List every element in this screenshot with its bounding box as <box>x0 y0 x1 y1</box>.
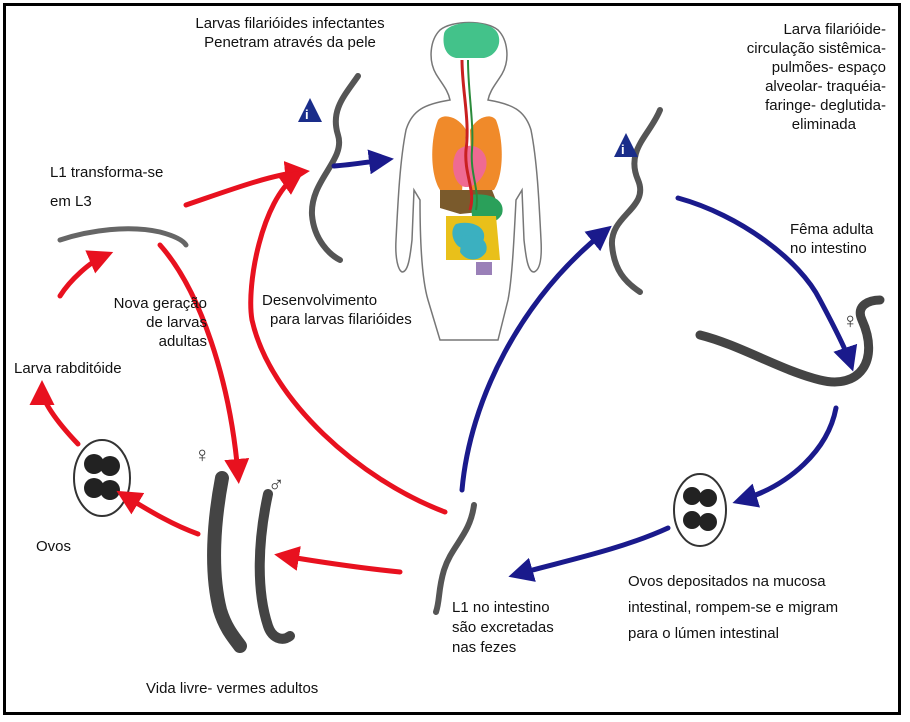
label-femea-adulta: Fêma adulta no intestino <box>790 220 873 258</box>
red-arrow-l1-to-adults <box>284 556 400 572</box>
warning-left-glyph: i <box>305 104 309 126</box>
blue-arrow-to-eggs <box>742 408 836 500</box>
egg-left <box>74 440 130 516</box>
red-arrow-nova-geracao <box>160 245 238 474</box>
female-symbol-free-living: ♀ <box>194 444 211 466</box>
free-living-female <box>214 478 240 646</box>
label-larva-circulacao: Larva filarióide- circulação sistêmica- … <box>690 20 886 134</box>
red-arrow-adults-to-egg <box>125 496 198 534</box>
rhabditiform-larva <box>60 229 186 245</box>
filariform-larva-top-right <box>612 110 660 292</box>
free-living-male <box>260 494 290 639</box>
warning-triangle-left <box>298 98 322 122</box>
red-arrow-feces-to-filariform <box>251 176 445 512</box>
label-l1-intestino: L1 no intestino são excretadas nas fezes <box>452 598 554 658</box>
label-ovos: Ovos <box>36 537 71 556</box>
label-ovos-depositados: Ovos depositados na mucosa intestinal, r… <box>628 569 838 647</box>
egg-right <box>674 474 726 546</box>
brain-organ <box>444 23 500 58</box>
intestine-organs <box>446 216 500 275</box>
label-larva-rabditoide: Larva rabditóide <box>14 359 122 378</box>
label-larvas-filarioides: Larvas filarióides infectantes Penetram … <box>175 14 405 52</box>
male-symbol-free-living: ♂ <box>268 474 285 496</box>
blue-arrow-penetration <box>334 160 384 166</box>
label-desenvolvimento: Desenvolvimento para larvas filarióides <box>262 291 412 329</box>
label-nova-geracao: Nova geração de larvas adultas <box>85 294 207 351</box>
warning-right-glyph: i <box>621 139 625 161</box>
red-arrow-egg-to-rabditoide <box>42 390 78 444</box>
label-l1-transforma: L1 transforma-se em L3 <box>50 163 163 211</box>
label-vida-livre: Vida livre- vermes adultos <box>146 679 318 698</box>
warning-triangle-right <box>614 133 638 157</box>
l1-larva-feces <box>436 505 474 612</box>
blue-arrow-eggs-to-l1 <box>518 528 668 574</box>
female-symbol-intestine: ♀ <box>842 310 859 332</box>
red-arrow-rabditoide-to-l1 <box>60 256 104 296</box>
